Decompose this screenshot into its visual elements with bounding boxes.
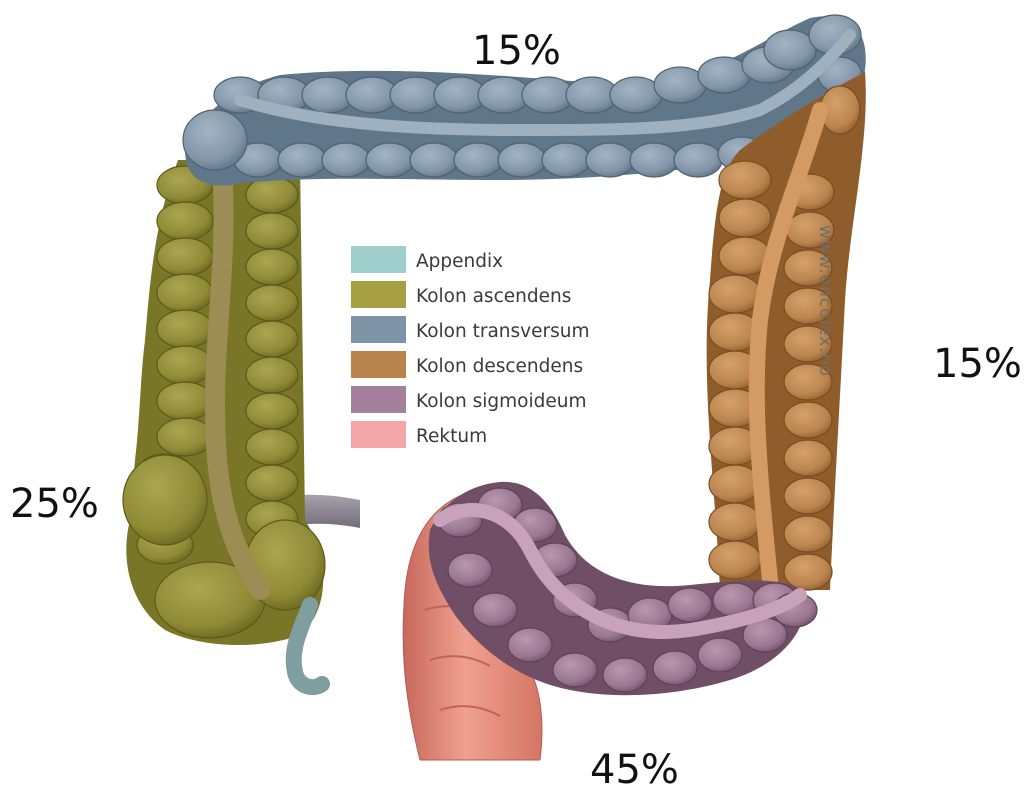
descending-haustrum xyxy=(784,440,832,476)
descending-haustrum xyxy=(709,541,761,579)
transverse-haustrum xyxy=(630,143,678,177)
ascending-haustrum xyxy=(157,202,213,240)
transverse-haustrum xyxy=(366,143,414,177)
legend: Appendix Kolon ascendens Kolon transvers… xyxy=(351,246,589,448)
splenic-flexure-haustrum xyxy=(764,30,816,70)
ascending-haustrum xyxy=(157,238,213,276)
ascending-haustrum xyxy=(157,418,213,456)
transverse-haustrum xyxy=(498,143,546,177)
legend-swatch-descending xyxy=(351,351,406,378)
ascending-haustrum xyxy=(246,357,298,393)
transverse-haustrum xyxy=(586,143,634,177)
ascending-haustrum xyxy=(157,346,213,384)
ascending-haustrum xyxy=(246,465,298,501)
descending-haustrum xyxy=(719,161,771,199)
ascending-haustrum xyxy=(157,382,213,420)
ascending-haustrum xyxy=(246,429,298,465)
ascending-haustrum xyxy=(246,285,298,321)
sigmoid-haustrum xyxy=(508,628,552,662)
sigmoid-haustrum xyxy=(668,588,712,622)
percentage-sigmoid-rectum: 45% xyxy=(590,747,679,788)
transverse-haustrum xyxy=(410,143,458,177)
watermark: www.oncolex.no xyxy=(815,225,835,377)
sigmoid-haustrum xyxy=(473,593,517,627)
ascending-haustrum xyxy=(157,274,213,312)
ascending-haustrum xyxy=(246,249,298,285)
descending-haustrum xyxy=(709,503,761,541)
legend-label-ascending: Kolon ascendens xyxy=(416,286,571,307)
descending-haustrum xyxy=(784,402,832,438)
sigmoid-haustrum xyxy=(603,658,647,692)
legend-label-descending: Kolon descendens xyxy=(416,356,583,377)
descending-haustrum xyxy=(709,275,761,313)
ascending-haustrum xyxy=(246,393,298,429)
legend-swatch-ascending xyxy=(351,281,406,308)
ascending-haustrum xyxy=(157,310,213,348)
legend-swatch-sigmoid xyxy=(351,386,406,413)
transverse-haustrum xyxy=(278,143,326,177)
legend-label-sigmoid: Kolon sigmoideum xyxy=(416,391,586,412)
sigmoid-haustrum xyxy=(653,651,697,685)
descending-haustrum xyxy=(719,199,771,237)
sigmoid-haustrum xyxy=(698,638,742,672)
descending-haustrum xyxy=(784,554,832,590)
descending-haustrum xyxy=(784,516,832,552)
legend-swatch-appendix xyxy=(351,246,406,273)
legend-swatch-rectum xyxy=(351,421,406,448)
legend-label-transverse: Kolon transversum xyxy=(416,321,589,342)
legend-label-appendix: Appendix xyxy=(416,251,503,272)
sigmoid-haustrum xyxy=(553,653,597,687)
legend-label-rectum: Rektum xyxy=(416,426,487,447)
percentage-transverse: 15% xyxy=(472,28,561,74)
sigmoid-haustrum xyxy=(448,553,492,587)
percentage-descending: 15% xyxy=(933,341,1022,387)
transverse-haustrum xyxy=(454,143,502,177)
hepatic-flexure-haustrum xyxy=(183,110,247,170)
ascending-haustrum xyxy=(246,321,298,357)
ascending-haustrum xyxy=(246,213,298,249)
ascending-haustrum xyxy=(246,177,298,213)
transverse-haustrum xyxy=(674,143,722,177)
legend-swatch-transverse xyxy=(351,316,406,343)
cecum-haustrum xyxy=(123,455,207,545)
descending-haustrum xyxy=(784,478,832,514)
appendix-shape xyxy=(294,605,322,687)
transverse-haustrum xyxy=(542,143,590,177)
percentage-ascending: 25% xyxy=(10,481,99,527)
transverse-haustrum xyxy=(322,143,370,177)
